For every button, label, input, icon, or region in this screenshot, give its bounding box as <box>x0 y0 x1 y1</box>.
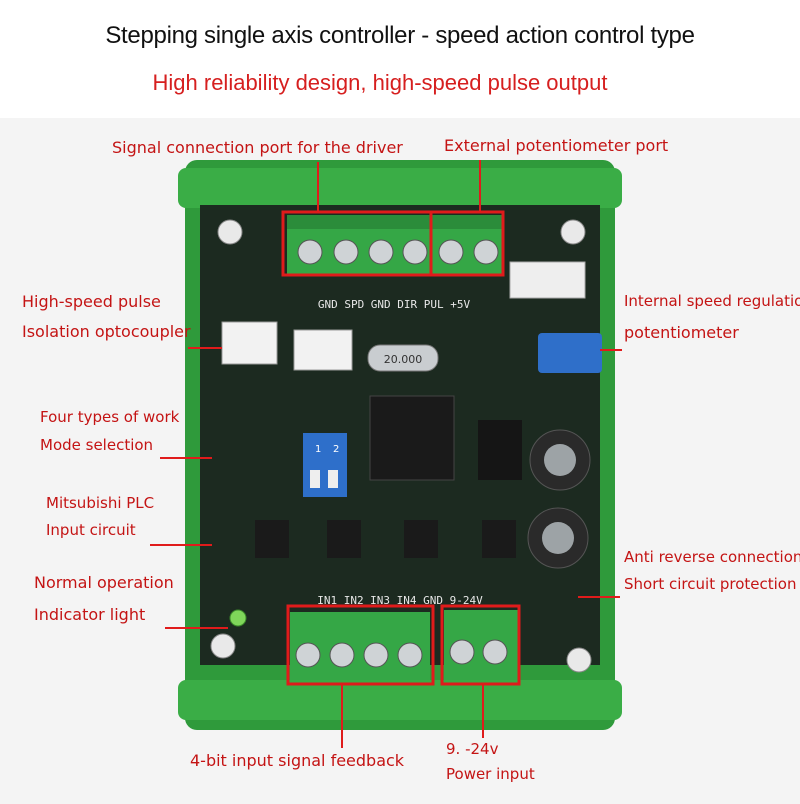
dip-toggle <box>328 470 338 488</box>
label-internal-pot-line1: Internal speed regulation <box>624 292 800 310</box>
label-optocoupler-line1: High-speed pulse <box>22 292 161 311</box>
label-power-line1: 9. -24v <box>446 740 499 758</box>
label-indicator-line1: Normal operation <box>34 573 174 592</box>
potentiometer <box>538 333 602 373</box>
input-opto-chip <box>327 520 361 558</box>
input-opto-chip <box>404 520 438 558</box>
enclosure-bottom-rail <box>178 680 622 720</box>
input-opto-chip <box>255 520 289 558</box>
input-opto-chip <box>482 520 516 558</box>
label-plc-line2: Input circuit <box>46 521 136 539</box>
dip-switch-number: 2 <box>333 444 339 455</box>
top-terminal-block <box>287 215 502 275</box>
optocoupler-chip <box>221 321 278 365</box>
leader-lines <box>150 160 622 748</box>
pin-label-top: GND SPD GND DIR PUL +5V <box>318 298 471 311</box>
page-subtitle: High reliability design, high-speed puls… <box>152 70 608 95</box>
regulator-chip <box>478 420 522 480</box>
capacitor-top <box>542 522 574 554</box>
crystal-oscillator <box>367 344 439 372</box>
label-plc-line1: Mitsubishi PLC <box>46 494 155 512</box>
crystal-label: 20.000 <box>384 353 423 366</box>
label-indicator-line2: Indicator light <box>34 605 146 624</box>
power-terminal-block <box>444 610 518 680</box>
indicator-led <box>229 609 247 627</box>
dip-switch-number: 1 <box>315 444 321 455</box>
highlight-power-port <box>440 604 521 686</box>
mount-hole <box>566 647 592 673</box>
dip-toggle <box>310 470 320 488</box>
page-title: Stepping single axis controller - speed … <box>105 22 695 49</box>
pin-label-bottom: IN1 IN2 IN3 IN4 GND 9-24V <box>317 594 483 607</box>
mount-hole <box>210 633 236 659</box>
highlight-ext-pot-port <box>429 210 505 277</box>
dip-switch <box>303 433 347 497</box>
optocoupler-chip <box>293 329 353 371</box>
label-signal-port: Signal connection port for the driver <box>112 138 403 157</box>
label-mode-line2: Mode selection <box>40 436 154 454</box>
label-internal-pot-line2: potentiometer <box>624 323 739 342</box>
mount-hole <box>560 219 586 245</box>
white-header-connector <box>509 261 586 299</box>
label-ext-pot-port: External potentiometer port <box>444 136 669 155</box>
input-terminal-block <box>290 612 430 680</box>
label-mode-line1: Four types of work <box>40 408 180 426</box>
label-input-feedback: 4-bit input signal feedback <box>190 751 405 770</box>
mount-hole <box>217 219 243 245</box>
label-anti-reverse-line2: Short circuit protection <box>624 575 797 593</box>
highlight-input-port <box>286 604 435 686</box>
label-anti-reverse-line1: Anti reverse connection <box>624 548 800 566</box>
enclosure-top-rail <box>178 168 622 208</box>
label-power-line2: Power input <box>446 765 535 783</box>
mcu-chip <box>369 395 455 481</box>
capacitor-top <box>544 444 576 476</box>
label-optocoupler-line2: Isolation optocoupler <box>22 322 191 341</box>
